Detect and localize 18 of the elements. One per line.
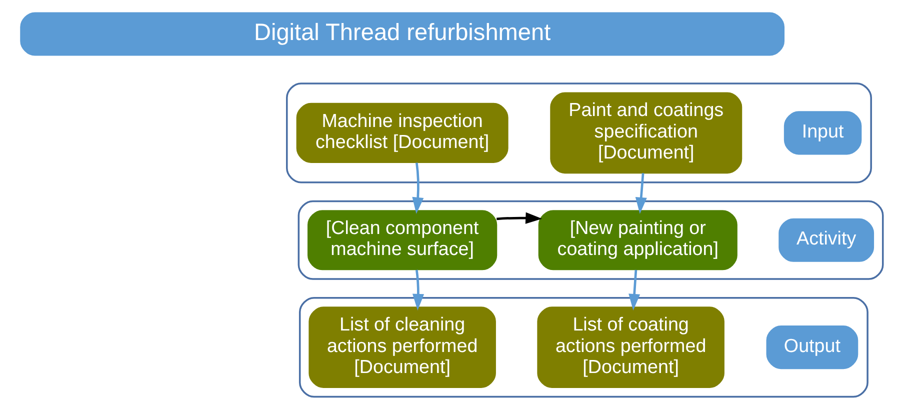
node-box: [Clean component machine surface] (308, 210, 498, 270)
node-box: [New painting or coating application] (538, 210, 738, 270)
node-box: Input (784, 111, 862, 155)
cluster (298, 296, 868, 398)
cluster (286, 82, 872, 184)
node-box: Output (766, 326, 858, 370)
node-box: Activity (778, 218, 874, 262)
node-box: List of coating actions performed [Document] (537, 306, 724, 388)
node-box: Digital Thread refurbishment (20, 12, 785, 56)
node-box: List of cleaning actions performed [Document] (308, 306, 496, 388)
arrow (496, 212, 542, 224)
arrow (412, 162, 424, 214)
arrow (412, 270, 424, 310)
arrow (628, 270, 640, 310)
arrow (635, 173, 647, 214)
cluster (298, 200, 884, 280)
node-box: Paint and coatings specification [Document] (550, 92, 742, 174)
node-box: Machine inspection checklist [Document] (296, 102, 508, 163)
